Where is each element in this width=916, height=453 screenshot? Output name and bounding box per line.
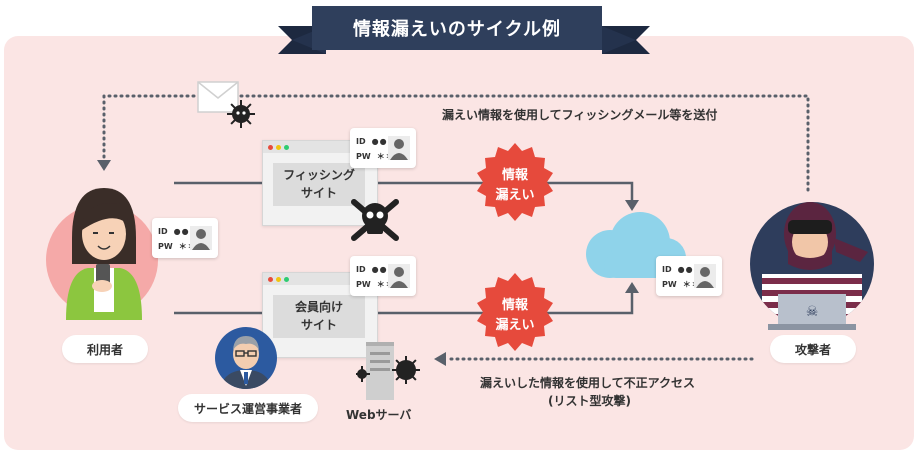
bottom-flow-label-line2: (リスト型攻撃) — [548, 394, 631, 408]
leak-badge-upper: 情報 漏えい — [474, 142, 556, 224]
browser-dot-red — [268, 145, 273, 150]
phishing-site-label-line1: フィッシング — [283, 168, 355, 182]
leak-badge-lower-line2: 漏えい — [495, 318, 535, 333]
web-server-label: Webサーバ — [346, 408, 412, 422]
pw-label: PW — [356, 152, 371, 161]
top-flow-label: 漏えい情報を使用してフィッシングメール等を送付 — [442, 108, 718, 122]
diagram-title: 情報漏えいのサイクル例 — [312, 6, 602, 50]
attacker-label: 攻撃者 — [770, 335, 856, 363]
credential-card-member: ID●●● PW＊＊＊ — [350, 256, 416, 296]
lower-flow-arrowhead — [625, 282, 639, 293]
envelope-icon — [197, 81, 239, 113]
bottom-dotted-arrowhead — [434, 352, 446, 366]
skull-crossbones-icon — [351, 199, 399, 241]
leak-badge-lower-line1: 情報 — [501, 298, 528, 313]
user-avatar-icon — [190, 226, 212, 250]
browser-dot-green — [284, 145, 289, 150]
member-site-label-line2: サイト — [300, 318, 337, 332]
svg-text:☠: ☠ — [806, 304, 819, 320]
ribbon-tail-right — [602, 26, 650, 54]
browser-dot-green — [284, 277, 289, 282]
leak-badge-upper-line1: 情報 — [501, 168, 528, 183]
browser-dot-yellow — [276, 277, 281, 282]
id-value: ●●● — [371, 265, 396, 274]
id-value: ●●● — [173, 227, 198, 236]
top-dotted-arrowhead — [97, 160, 111, 171]
credential-card-phishing: ID●●● PW＊＊＊ — [350, 128, 416, 168]
server-icon — [356, 342, 420, 400]
pw-label: PW — [158, 242, 173, 251]
member-site-label-line1: 会員向け — [294, 300, 343, 314]
credential-card-user: ID●●● PW＊＊＊ — [152, 218, 218, 258]
browser-dot-yellow — [276, 145, 281, 150]
user-avatar-icon — [388, 264, 410, 288]
id-label: ID — [356, 137, 366, 146]
member-site-label: 会員向け サイト — [273, 295, 365, 338]
id-label: ID — [662, 265, 672, 274]
browser-titlebar — [263, 141, 377, 153]
leak-badge-shape — [477, 143, 553, 221]
pw-label: PW — [356, 280, 371, 289]
operator-label: サービス運営事業者 — [178, 394, 318, 422]
leak-badge-lower: 情報 漏えい — [474, 272, 556, 354]
id-value: ●●● — [371, 137, 396, 146]
attacker-illustration: ☠ — [750, 202, 874, 330]
credential-card-cloud: ID●●● PW＊＊＊ — [656, 256, 722, 296]
pw-label: PW — [662, 280, 677, 289]
user-avatar-icon — [694, 264, 716, 288]
upper-flow-line — [174, 181, 634, 202]
top-dotted-arrow-line — [102, 94, 810, 192]
id-value: ●●● — [677, 265, 702, 274]
user-avatar-icon — [388, 136, 410, 160]
phishing-site-label-line2: サイト — [300, 186, 337, 200]
id-label: ID — [158, 227, 168, 236]
leak-badge-upper-line2: 漏えい — [495, 188, 535, 203]
bottom-flow-label-line1: 漏えいした情報を使用して不正アクセス — [480, 376, 696, 390]
virus-icon — [227, 100, 255, 128]
user-illustration — [46, 188, 158, 320]
phishing-site-label: フィッシング サイト — [273, 163, 365, 206]
upper-flow-arrowhead — [625, 200, 639, 211]
id-label: ID — [356, 265, 366, 274]
operator-illustration — [215, 327, 277, 389]
browser-titlebar — [263, 273, 377, 285]
user-label: 利用者 — [62, 335, 148, 363]
browser-dot-red — [268, 277, 273, 282]
leak-badge-shape — [477, 273, 553, 351]
